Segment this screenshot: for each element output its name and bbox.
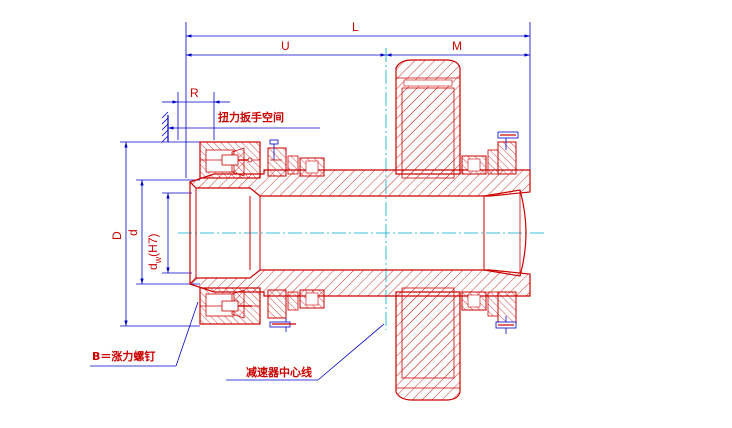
- dim-u-label: U: [281, 39, 290, 53]
- right-bearing-bottom: [461, 291, 517, 334]
- gear-top: [395, 59, 461, 179]
- left-bearing-bottom: [267, 289, 325, 332]
- dimension-u: U: [186, 39, 386, 57]
- center-line-leader: 减速器中心线: [226, 323, 385, 381]
- right-bearing-top: [461, 131, 519, 175]
- dimension-dw: dw(H7): [146, 192, 192, 274]
- gear-bottom: [395, 287, 461, 401]
- dimension-d: d: [126, 179, 200, 285]
- b-label-leader: B＝涨力螺钉: [90, 301, 199, 367]
- dim-m-label: M: [452, 39, 462, 53]
- dimension-d-outer: D: [110, 141, 200, 327]
- wrench-space-label: 扭力扳手空间: [218, 110, 284, 124]
- shrink-disk-top: [199, 141, 261, 179]
- shrink-disk-bottom: [199, 287, 261, 325]
- dim-l-label: L: [352, 20, 359, 34]
- wrench-space-dimension: 扭力扳手空间: [168, 110, 320, 130]
- left-bearing-top: [267, 139, 325, 177]
- dimension-m: M: [386, 39, 530, 57]
- dim-r-label: R: [190, 86, 199, 100]
- dim-dw-label: dw(H7): [146, 233, 163, 270]
- wall-marker: [161, 111, 169, 143]
- dimension-r: R: [162, 86, 230, 140]
- center-line-label: 减速器中心线: [246, 365, 312, 379]
- dim-d-label: d: [126, 229, 140, 236]
- dimension-l: L: [185, 20, 531, 178]
- b-label: B＝涨力螺钉: [92, 349, 155, 363]
- dim-d-outer-label: D: [110, 231, 124, 240]
